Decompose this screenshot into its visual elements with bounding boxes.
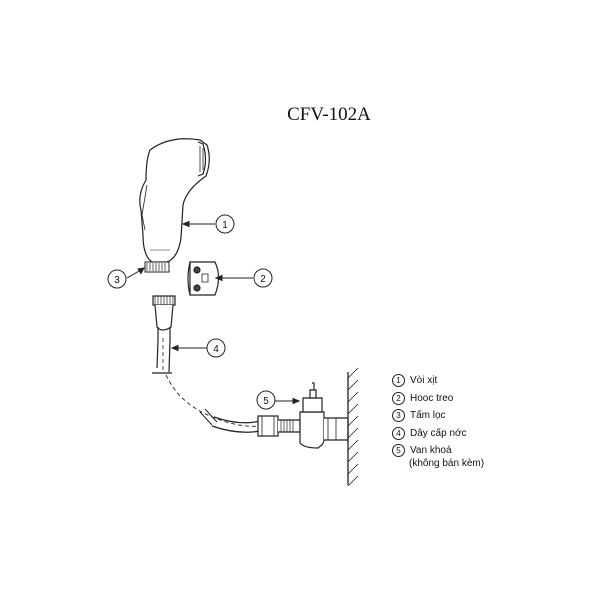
svg-text:2: 2	[260, 274, 266, 285]
callout-1: 1	[215, 214, 235, 234]
svg-text:1: 1	[222, 220, 228, 231]
legend-item: 1 Vòi xịt	[392, 372, 484, 390]
callout-leaders	[126, 220, 301, 405]
legend-note: (không bán kèm)	[409, 457, 485, 469]
legend-label: Dây cấp nớc	[410, 427, 467, 439]
legend-item: 2 Hooc treo	[392, 390, 484, 408]
legend-item: 4 Dây cấp nớc	[392, 425, 484, 443]
parts-legend: 1 Vòi xịt 2 Hooc treo 3 Tấm lọc 4 Dây cấ…	[392, 372, 484, 469]
hose	[152, 338, 263, 433]
legend-label: Vòi xịt	[410, 375, 438, 387]
svg-text:5: 5	[263, 396, 269, 407]
legend-number: 2	[392, 391, 405, 405]
svg-text:3: 3	[114, 275, 120, 286]
sprayer-head	[139, 138, 210, 263]
legend-number: 4	[392, 426, 405, 440]
legend-item: 3 Tấm lọc	[392, 407, 484, 425]
valve	[257, 382, 349, 449]
filter-disc	[144, 261, 170, 273]
svg-text:4: 4	[213, 344, 219, 355]
holder-bracket	[187, 261, 220, 296]
wall	[347, 367, 359, 487]
hose-connector-top	[152, 295, 176, 340]
legend-label: Tấm lọc	[410, 410, 446, 422]
diagram-title: CFV-102A	[287, 104, 371, 125]
callout-2: 2	[253, 268, 273, 288]
legend-label: Hooc treo	[410, 392, 454, 404]
callout-3: 3	[107, 269, 127, 289]
legend-item: 5 Van khoá	[392, 442, 484, 460]
legend-label: Van khoá	[410, 445, 452, 457]
callout-4: 4	[206, 338, 226, 358]
legend-number: 1	[392, 374, 405, 388]
legend-number: 3	[392, 409, 405, 423]
callout-5: 5	[256, 390, 276, 410]
legend-number: 5	[392, 444, 405, 458]
